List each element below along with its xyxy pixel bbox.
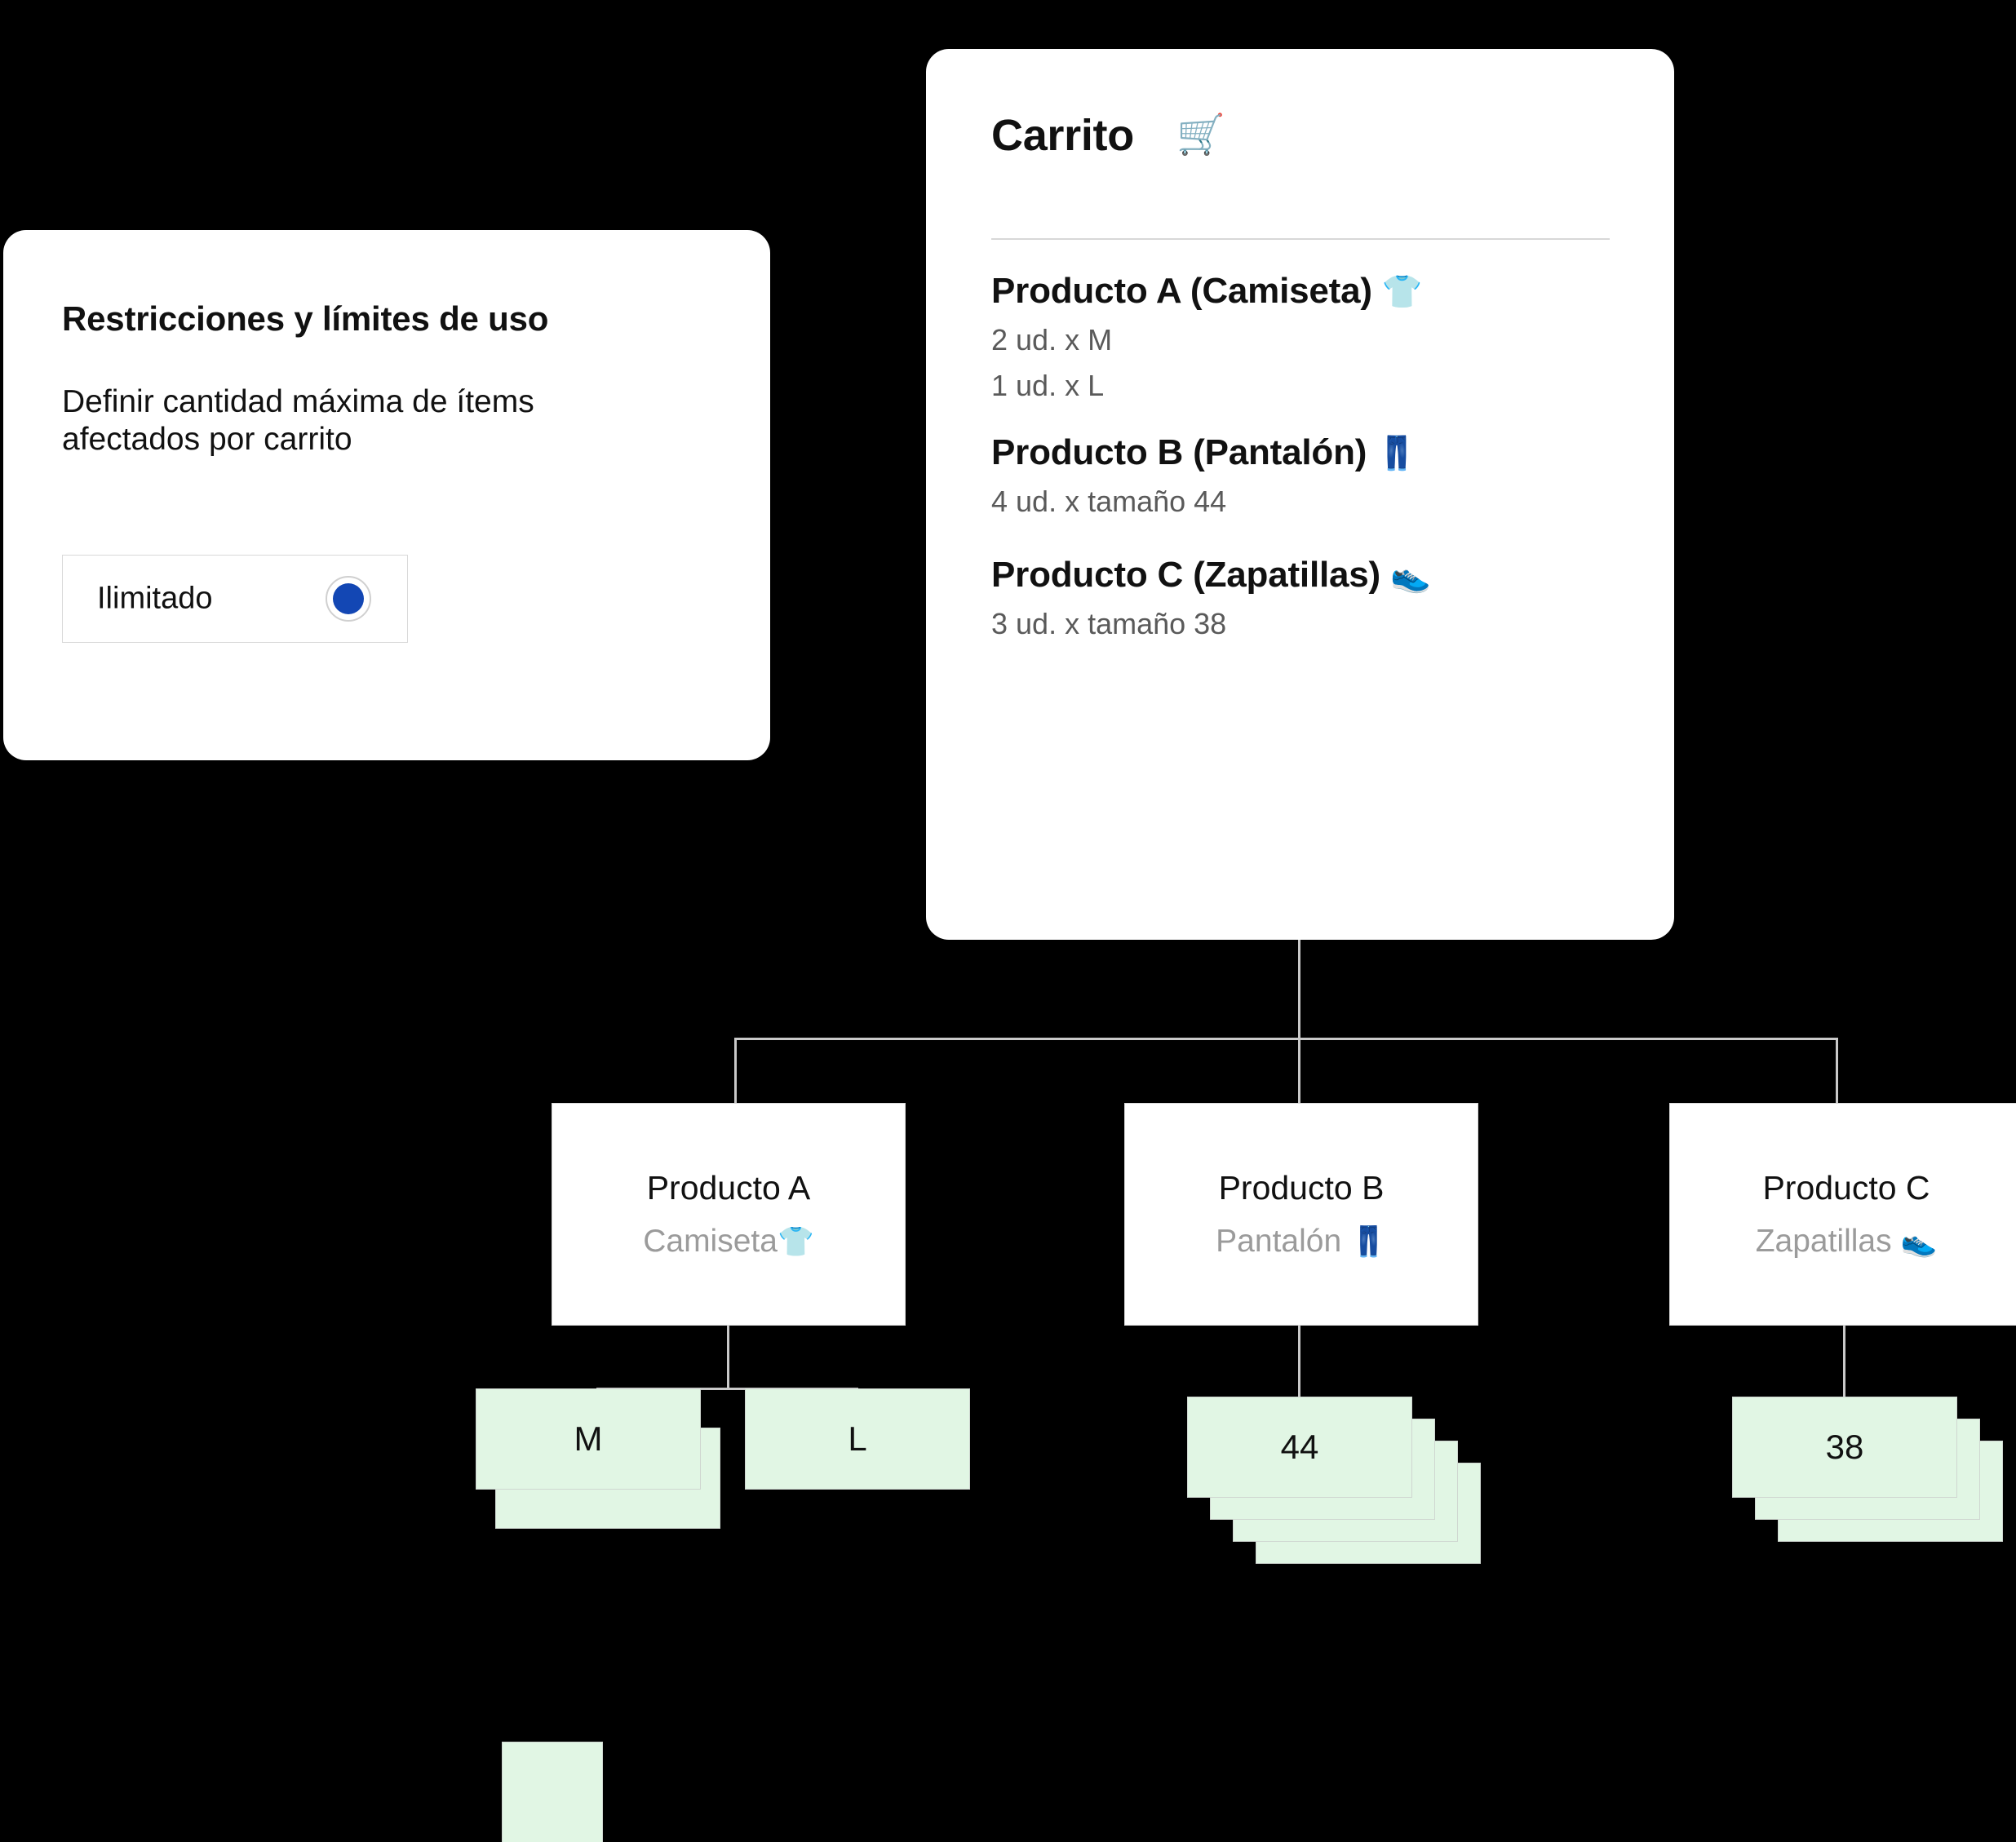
size-stack-l[interactable]: L (745, 1388, 990, 1552)
jeans-icon: 👖 (1349, 1224, 1387, 1258)
connector-cart-trunk (1298, 940, 1300, 1039)
product-node-b-subtitle: Pantalón 👖 (1216, 1224, 1387, 1260)
size-stack-44[interactable]: 44 (1187, 1397, 1481, 1564)
cart-line-item: Producto B (Pantalón) 👖 4 ud. x tamaño 4… (991, 432, 1636, 519)
cart-line-item-name: Producto B (Pantalón) 👖 (991, 432, 1636, 473)
size-card-m[interactable]: M (476, 1388, 701, 1490)
product-node-c-title: Producto C (1762, 1169, 1930, 1207)
cart-header: Carrito 🛒 (991, 110, 1225, 161)
product-node-a-subtitle-text: Camiseta (643, 1224, 778, 1259)
radio-dot (333, 583, 364, 614)
product-node-c[interactable]: Producto C Zapatillas 👟 (1669, 1103, 2016, 1326)
product-node-c-subtitle-text: Zapatillas (1755, 1224, 1892, 1259)
product-node-a-subtitle: Camiseta👕 (643, 1224, 814, 1260)
size-card-44[interactable]: 44 (1187, 1397, 1412, 1498)
size-stack-38[interactable]: 38 (1732, 1397, 2016, 1560)
sneaker-icon: 👟 (1390, 558, 1431, 594)
cart-item-a-label: Producto A (Camiseta) (991, 271, 1372, 311)
cart-line-item: Producto C (Zapatillas) 👟 3 ud. x tamaño… (991, 555, 1636, 641)
jeans-icon: 👖 (1376, 436, 1417, 472)
connector-to-product-b (1298, 1038, 1300, 1105)
cart-line-item-name: Producto C (Zapatillas) 👟 (991, 555, 1636, 596)
connector-product-a-trunk (727, 1326, 729, 1389)
cart-item-b-label: Producto B (Pantalón) (991, 432, 1367, 472)
product-node-a-title: Producto A (646, 1169, 811, 1207)
max-items-select-value: Ilimitado (97, 581, 213, 616)
size-card-partial (502, 1742, 603, 1842)
shopping-cart-icon: 🛒 (1176, 113, 1225, 157)
cart-item-a-qty-1: 2 ud. x M (991, 323, 1113, 356)
connector-sizes-a-bus (596, 1388, 858, 1390)
product-node-b-title: Producto B (1218, 1169, 1385, 1207)
cart-line-item: Producto A (Camiseta) 👕 2 ud. x M 1 ud. … (991, 271, 1636, 403)
cart-item-a-qty-2: 1 ud. x L (991, 369, 1105, 402)
cart-item-c-label: Producto C (Zapatillas) (991, 555, 1380, 595)
cart-line-item-name: Producto A (Camiseta) 👕 (991, 271, 1636, 312)
cart-card: Carrito 🛒 Producto A (Camiseta) 👕 2 ud. … (926, 49, 1674, 940)
radio-button-selected[interactable] (326, 576, 371, 622)
cart-title: Carrito (991, 111, 1134, 160)
connector-to-product-a (734, 1038, 737, 1105)
connector-products-bus (734, 1038, 1838, 1040)
product-node-c-subtitle: Zapatillas 👟 (1756, 1224, 1938, 1260)
connector-to-product-c (1836, 1038, 1838, 1105)
tshirt-icon: 👕 (1381, 274, 1423, 310)
max-items-select[interactable]: Ilimitado (62, 555, 408, 643)
cart-item-b-qty-1: 4 ud. x tamaño 44 (991, 485, 1227, 518)
cart-item-c-qty-1: 3 ud. x tamaño 38 (991, 607, 1227, 640)
restrictions-description: Definir cantidad máxima de ítems afectad… (62, 384, 534, 458)
product-node-b[interactable]: Producto B Pantalón 👖 (1124, 1103, 1478, 1326)
size-card-38[interactable]: 38 (1732, 1397, 1957, 1498)
connector-to-size-38 (1843, 1326, 1845, 1397)
product-node-a[interactable]: Producto A Camiseta👕 (552, 1103, 906, 1326)
restrictions-title: Restricciones y límites de uso (62, 299, 549, 338)
tshirt-icon: 👕 (777, 1224, 814, 1258)
product-node-b-subtitle-text: Pantalón (1216, 1224, 1342, 1259)
cart-divider (991, 238, 1610, 240)
size-card-l[interactable]: L (745, 1388, 970, 1490)
sneaker-icon: 👟 (1900, 1224, 1938, 1258)
connector-to-size-44 (1298, 1326, 1300, 1397)
restrictions-card: Restricciones y límites de uso Definir c… (3, 230, 770, 760)
size-stack-m[interactable]: M (476, 1388, 720, 1552)
